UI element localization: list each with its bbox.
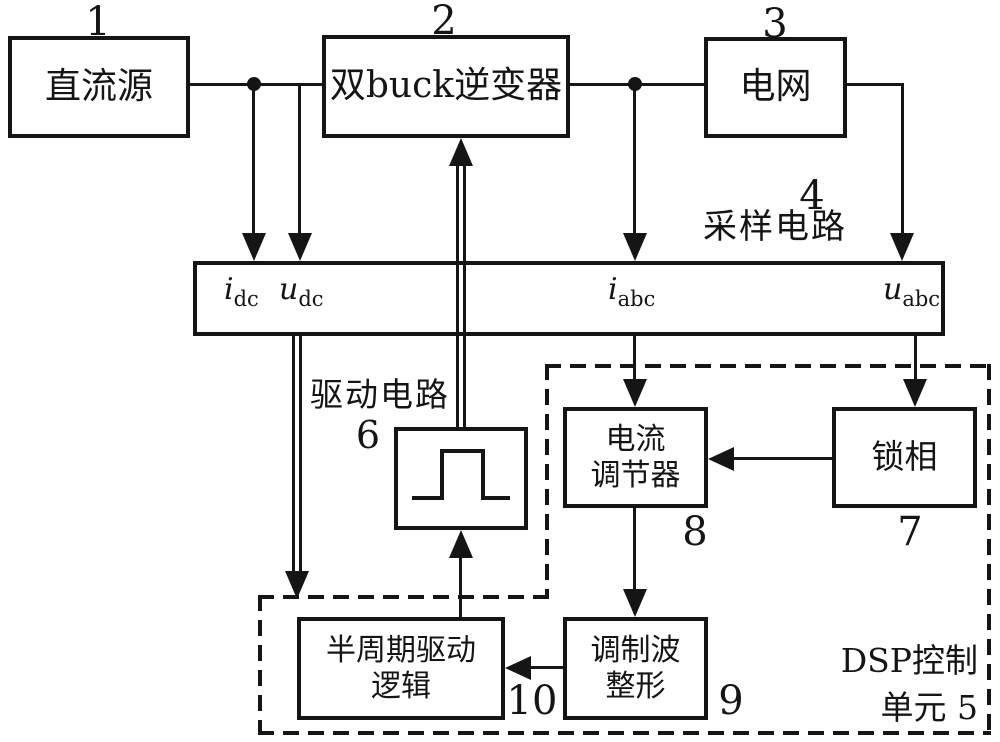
arrowhead-udc-into-sampling xyxy=(288,233,312,261)
sampling-circuit-label: 采样电路 xyxy=(703,207,847,247)
current-regulator-label-line1: 电流 xyxy=(605,422,666,458)
block-dual-buck-inverter: 双buck逆变器 xyxy=(322,35,570,138)
wire-pll-to-regulator xyxy=(732,457,832,460)
current-regulator-label-line2: 调节器 xyxy=(590,457,681,493)
arrowhead-uabc-into-pll xyxy=(903,379,927,407)
block-pll: 锁相 xyxy=(832,407,977,508)
dsp-unit-label: DSP控制 单元 5 xyxy=(800,638,978,732)
drive-circuit-label: 驱动电路 xyxy=(310,375,450,414)
bus-driver-to-inverter xyxy=(456,162,466,427)
arrowhead-idc-into-sampling xyxy=(242,233,266,261)
arrowhead-driver-into-inverter xyxy=(449,138,473,166)
block-number-9: 9 xyxy=(718,678,744,724)
wire-iabc-down xyxy=(633,83,636,235)
dsp-boundary-left xyxy=(258,595,262,735)
wire-shaper-to-logic xyxy=(529,666,563,669)
signal-udc: udc xyxy=(279,272,324,311)
block-number-5: 5 xyxy=(957,687,978,727)
half-cycle-logic-label-line2: 逻辑 xyxy=(371,668,431,704)
dsp-unit-label-line2: 单元 xyxy=(880,687,947,727)
bus-udc-to-dsp xyxy=(292,333,302,573)
dsp-boundary-top xyxy=(545,364,991,368)
dsp-boundary-bottom xyxy=(258,731,991,735)
wire-grid-right xyxy=(845,83,904,86)
arrowhead-iabc-into-sampling xyxy=(623,233,647,261)
block-grid: 电网 xyxy=(704,37,847,138)
inverter-label: 双buck逆变器 xyxy=(329,65,563,107)
wire-regulator-to-shaper xyxy=(633,505,636,591)
pll-label: 锁相 xyxy=(871,437,938,477)
signal-iabc: iabc xyxy=(608,272,656,311)
block-dc-source: 直流源 xyxy=(8,36,190,138)
block-number-2: 2 xyxy=(431,0,457,44)
block-number-3: 3 xyxy=(762,1,788,47)
block-number-7: 7 xyxy=(897,509,923,555)
dsp-unit-label-line1: DSP控制 xyxy=(840,641,978,680)
junction-dot-dc xyxy=(247,77,261,91)
block-number-6: 6 xyxy=(355,413,381,457)
block-drive-circuit xyxy=(394,427,528,530)
arrowhead-uabc-into-sampling xyxy=(890,233,914,261)
wire-idc-down xyxy=(252,83,255,235)
wire-uabc-to-pll xyxy=(914,333,917,381)
block-number-10: 10 xyxy=(506,678,558,724)
block-half-cycle-logic: 半周期驱动 逻辑 xyxy=(297,617,505,720)
signal-idc: idc xyxy=(224,272,259,311)
pulse-waveform-icon xyxy=(412,449,510,500)
modulation-shaper-label-line1: 调制波 xyxy=(590,633,681,669)
block-number-4: 4 xyxy=(799,173,825,219)
arrowhead-shaper-into-logic xyxy=(505,656,531,680)
grid-label: 电网 xyxy=(739,66,812,108)
dsp-boundary-step-h xyxy=(258,595,548,599)
wire-uabc-down xyxy=(901,83,904,235)
dc-source-label: 直流源 xyxy=(44,65,153,107)
arrowhead-pll-into-regulator xyxy=(708,447,734,471)
arrowhead-logic-into-driver xyxy=(449,530,473,558)
wire-udc-down xyxy=(298,83,301,235)
modulation-shaper-label-line2: 整形 xyxy=(605,668,666,704)
wire-iabc-to-regulator xyxy=(633,333,636,381)
block-current-regulator: 电流 调节器 xyxy=(563,407,708,508)
block-sampling-circuit xyxy=(193,261,945,336)
arrowhead-regulator-into-shaper xyxy=(623,589,647,617)
wire-logic-to-driver xyxy=(459,554,462,617)
block-number-1: 1 xyxy=(85,0,111,45)
block-number-8: 8 xyxy=(682,509,708,555)
block-modulation-shaper: 调制波 整形 xyxy=(563,617,708,720)
junction-dot-ac xyxy=(628,77,642,91)
signal-uabc: uabc xyxy=(883,272,941,311)
arrowhead-iabc-into-regulator xyxy=(623,379,647,407)
arrowhead-udc-into-dsp xyxy=(285,571,309,599)
dsp-boundary-step-v xyxy=(545,364,549,599)
dsp-boundary-right xyxy=(987,364,991,735)
half-cycle-logic-label-line1: 半周期驱动 xyxy=(326,633,476,669)
